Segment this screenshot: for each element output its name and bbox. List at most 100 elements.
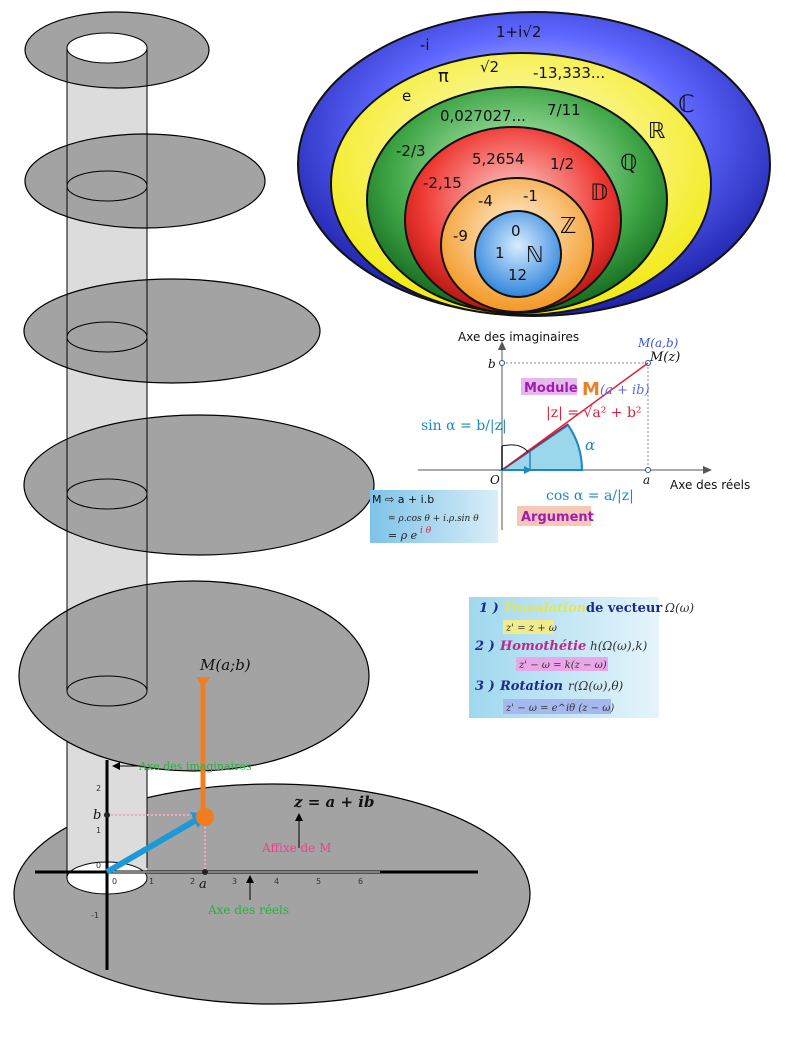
set-symbol-C: ℂ (678, 90, 695, 118)
polar-box-bg (370, 490, 498, 543)
y-tick: 1 (96, 826, 101, 835)
x-tick: 4 (274, 877, 279, 886)
argand-point-label-a: M(a,b) (637, 336, 679, 350)
t3-num: 3 ) (475, 679, 495, 694)
point-a (202, 869, 208, 875)
t3-formula: z' − ω = e^iθ (z − ω) (505, 703, 614, 714)
polar-line3: = ρ e (388, 529, 418, 542)
t1-formula: z' = z + ω (505, 623, 557, 634)
argand-point-a (645, 467, 651, 473)
complex-example: 1+i√2 (496, 23, 541, 41)
imag-axis-label: Axe des imaginaires (138, 760, 252, 773)
t3-sym: r(Ω(ω),θ) (568, 679, 624, 693)
set-symbol-Q: ℚ (620, 151, 637, 176)
t2-sym: h(Ω(ω),k) (590, 639, 648, 653)
plane-ellipse-4 (23, 414, 375, 556)
natural-example: 12 (508, 266, 527, 284)
rational-example: 7/11 (547, 101, 581, 119)
decimal-example: 5,2654 (472, 150, 525, 168)
y-tick: 0 (96, 861, 101, 870)
x-tick: 5 (316, 877, 321, 886)
x-tick: 3 (232, 877, 237, 886)
polar-box: M ⇨ a + i.b = ρ.cos θ + i.ρ.sin θ = ρ e … (370, 490, 498, 543)
x-ticks: 0 1 2 3 4 5 6 (112, 877, 363, 886)
cos-formula: cos α = a/|z| (546, 488, 634, 504)
point-m-label: M(a;b) (199, 656, 251, 674)
x-tick: 6 (358, 877, 363, 886)
module-vector: M (582, 379, 600, 400)
sets-diagram: ℂ ℝ ℚ 𝔻 ℤ ℕ 1+i√2 -i -13,333... π √2 e 0… (297, 11, 771, 317)
integer-example: -1 (523, 187, 538, 205)
real-example: e (402, 87, 411, 105)
t2-name: Homothétie (499, 639, 586, 654)
argand-diagram: Axe des imaginaires Axe des réels b a O … (418, 330, 750, 530)
t2-formula-bg (516, 657, 608, 671)
real-label-arrow-head (246, 875, 254, 883)
argand-point-b (499, 360, 505, 366)
rational-example: -2/3 (396, 142, 426, 160)
x-tick: 2 (190, 877, 195, 886)
integer-example: -9 (453, 227, 468, 245)
module-vector-arg: (a + ib) (600, 383, 650, 398)
argument-tag-bg (517, 506, 591, 526)
transformations-box: 1 ) Translation de vecteur 2 ) Homothéti… (469, 597, 694, 718)
set-symbol-R: ℝ (648, 119, 665, 144)
argand-tick-a: a (643, 473, 650, 487)
orange-arrow-head (196, 677, 210, 688)
complex-plane: 0 1 2 3 4 5 6 2 1 0 -1 b a M(a;b) z = a … (35, 656, 478, 970)
cylinder-section-5 (66, 675, 148, 707)
t3-formula-bg (503, 699, 611, 714)
argand-point-label-z: M(z) (649, 350, 680, 365)
natural-example: 1 (495, 244, 505, 262)
set-N (474, 210, 562, 298)
cylinder-section-3 (66, 321, 148, 353)
set-symbol-Z: ℤ (560, 214, 576, 239)
radius-line (501, 423, 569, 471)
vector-om (105, 817, 198, 875)
argand-tick-b: b (488, 357, 496, 371)
affixe-label: Affixe de M (261, 841, 331, 855)
t1-name: Translation (503, 601, 586, 616)
polar-line2: = ρ.cos θ + i.ρ.sin θ (388, 514, 479, 524)
plane-ellipse-5 (18, 580, 370, 772)
t2-num: 2 ) (474, 639, 495, 654)
point-m (196, 808, 214, 826)
real-axis-label: Axe des réels (207, 903, 289, 917)
alpha-sector (498, 423, 584, 471)
cylinder-section-4 (66, 478, 148, 510)
sin-formula: sin α = b/|z| (421, 418, 507, 434)
t1-formula-bg (503, 620, 553, 634)
set-symbol-D: 𝔻 (590, 181, 608, 206)
real-example: √2 (480, 58, 499, 76)
tick-a-label: a (199, 877, 207, 892)
y-ticks: 2 1 0 -1 (91, 784, 101, 920)
cylinder-top-hole (66, 32, 148, 64)
argand-y-label: Axe des imaginaires (458, 330, 579, 344)
argand-origin: O (490, 473, 500, 487)
plane-ellipse-3 (23, 278, 321, 384)
integer-example: -4 (478, 192, 493, 210)
complex-example: -i (420, 36, 430, 54)
t2-formula: z' − ω = k(z − ω) (518, 660, 607, 671)
t3-name: Rotation (499, 679, 563, 694)
tick-b-label: b (93, 808, 101, 823)
real-example: π (438, 66, 449, 87)
z-arrow-head (295, 813, 303, 821)
module-tag-bg (521, 378, 577, 395)
x-tick: 1 (149, 877, 154, 886)
set-symbol-N: ℕ (526, 243, 544, 268)
polar-line1: M ⇨ a + i.b (372, 493, 434, 506)
y-tick: 2 (96, 784, 101, 793)
small-arc (501, 444, 529, 453)
point-b (104, 812, 110, 818)
polar-line3-exp: i θ (420, 526, 432, 536)
y-tick: -1 (91, 911, 99, 920)
imag-label-arrow-head (112, 762, 120, 770)
t1-num: 1 ) (479, 601, 499, 616)
z-formula: z = a + ib (293, 793, 374, 811)
unit-vector-x-head (524, 466, 532, 474)
complex-example: -13,333... (533, 64, 605, 82)
alpha-label: α (585, 436, 595, 454)
natural-example: 0 (511, 222, 521, 240)
